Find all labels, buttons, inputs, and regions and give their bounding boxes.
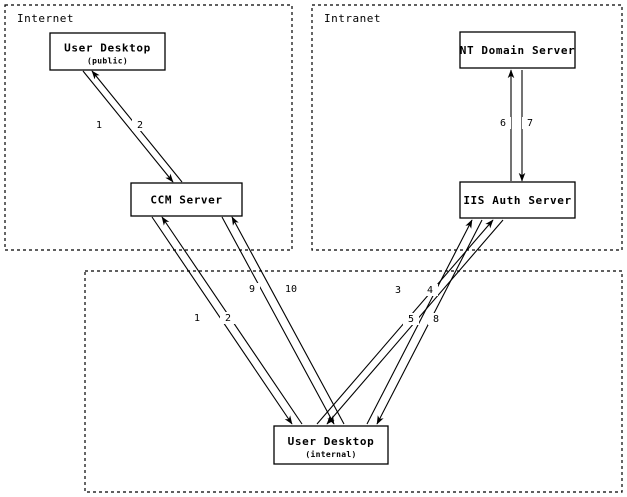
node-subtitle-user-desktop-public: (public) xyxy=(87,56,128,66)
node-nt-domain-server[interactable]: NT Domain Server xyxy=(459,31,576,69)
node-box-nt-domain-server[interactable] xyxy=(459,31,576,69)
node-title-user-desktop-internal: User Desktop xyxy=(288,435,375,448)
flow-step-labels: 1 2 1 2 9 10 6 7 3 4 5 8 xyxy=(91,117,538,325)
flow-step-label-10: 10 xyxy=(285,284,297,295)
flow-label-backdrop xyxy=(132,119,148,131)
flow-label-backdrop xyxy=(189,312,205,324)
flow-arrow-step-10-user-desktop-internal-to-ccm-server xyxy=(231,216,345,425)
node-iis-auth-server[interactable]: IIS Auth Server xyxy=(459,181,576,219)
flow-step-label-4: 4 xyxy=(427,285,433,296)
flow-step-label-2: 2 xyxy=(225,313,231,324)
flow-step-label-3: 3 xyxy=(395,285,401,296)
flow-step-label-7: 7 xyxy=(527,118,533,129)
flow-step-label-6: 6 xyxy=(500,118,506,129)
flow-step-label-8: 8 xyxy=(433,314,439,325)
flow-label-backdrop xyxy=(422,284,438,296)
zone-border-internal xyxy=(84,270,623,493)
flow-label-backdrop xyxy=(220,312,236,324)
node-title-iis-auth-server: IIS Auth Server xyxy=(463,194,571,207)
flow-step-label-1: 1 xyxy=(96,120,102,131)
flow-arrow-step-9-ccm-server-to-user-desktop-internal xyxy=(221,216,335,425)
flow-label-backdrop xyxy=(522,117,538,129)
node-user-desktop-internal[interactable]: User Desktop(internal) xyxy=(273,425,389,465)
flow-step-label-1: 1 xyxy=(194,313,200,324)
node-box-ccm-server[interactable] xyxy=(130,182,243,217)
node-box-iis-auth-server[interactable] xyxy=(459,181,576,219)
node-subtitle-user-desktop-internal: (internal) xyxy=(305,449,356,459)
node-title-user-desktop-public: User Desktop xyxy=(64,42,151,55)
node-title-ccm-server: CCM Server xyxy=(150,194,222,207)
flow-step-label-9: 9 xyxy=(249,284,255,295)
zone-label-internet: Internet xyxy=(17,12,74,25)
node-title-nt-domain-server: NT Domain Server xyxy=(460,44,576,57)
flow-step-label-5: 5 xyxy=(408,314,414,325)
flow-label-backdrop xyxy=(428,313,444,325)
flow-arrow-step-1-user-desktop-public-to-ccm-server xyxy=(82,70,174,183)
flow-arrow-step-3-user-desktop-internal-to-iis-auth-server xyxy=(366,219,473,425)
flow-label-backdrop xyxy=(495,117,511,129)
zone-border-internet xyxy=(4,4,293,251)
zone-label-intranet: Intranet xyxy=(324,12,381,25)
node-box-user-desktop-public[interactable] xyxy=(49,32,166,71)
flow-label-backdrop xyxy=(403,313,419,325)
node-box-user-desktop-internal[interactable] xyxy=(273,425,389,465)
zone-internet: Internet xyxy=(4,4,293,251)
zone-internal xyxy=(84,270,623,493)
flow-arrows xyxy=(82,69,526,425)
node-ccm-server[interactable]: CCM Server xyxy=(130,182,243,217)
flow-label-backdrop xyxy=(244,283,260,295)
flow-label-backdrop xyxy=(91,119,107,131)
flow-label-backdrop xyxy=(390,284,406,296)
flow-step-label-2: 2 xyxy=(137,120,143,131)
flow-label-backdrop xyxy=(283,283,299,295)
node-user-desktop-public[interactable]: User Desktop(public) xyxy=(49,32,166,71)
